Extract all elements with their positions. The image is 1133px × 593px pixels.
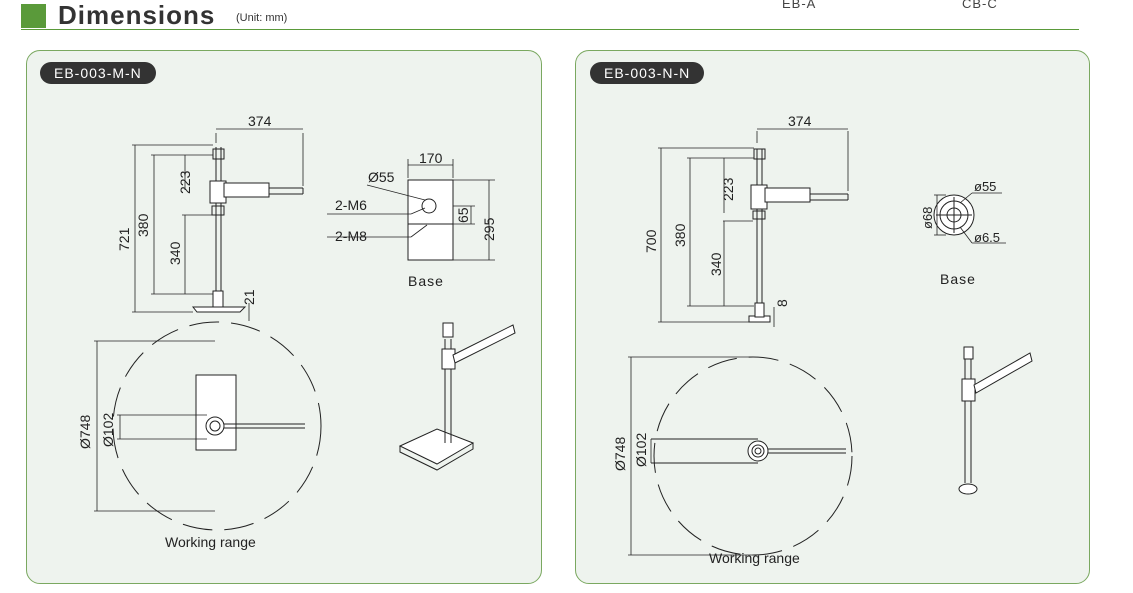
base-label: Base — [940, 271, 976, 287]
dim-range-outer: Ø748 — [612, 437, 628, 471]
panel-eb-003-n-n: EB-003-N-N — [575, 50, 1090, 584]
base-dimensions — [327, 159, 495, 261]
model-badge: EB-003-M-N — [40, 62, 156, 84]
dim-range-inner: Ø102 — [100, 413, 116, 447]
dim-total: 721 — [116, 227, 132, 251]
dim-range-inner: Ø102 — [633, 433, 649, 467]
dim-base-t: 21 — [241, 289, 257, 305]
dim-bracket: 223 — [720, 177, 736, 201]
side-view-dimensions — [132, 128, 304, 321]
base-plate-view — [933, 194, 975, 236]
dim-arm: 374 — [248, 113, 272, 129]
dim-range-outer: Ø748 — [77, 415, 93, 449]
dim-lower: 340 — [167, 241, 183, 265]
side-view-stand — [191, 147, 304, 313]
base-plate-view — [407, 179, 454, 261]
dim-bracket: 223 — [177, 170, 193, 194]
panel-eb-003-m-n: EB-003-M-N — [26, 50, 542, 584]
section-title: Dimensions — [58, 0, 216, 30]
dim-hole-d: 65 — [455, 207, 471, 223]
working-range-diagram — [651, 356, 853, 556]
dim-lower: 340 — [708, 252, 724, 276]
side-view-stand — [748, 148, 849, 323]
dim-base-t: 8 — [774, 299, 790, 307]
isometric-view — [398, 322, 516, 471]
range-dimensions — [94, 340, 215, 512]
right-drawing: 374 700 380 223 340 8 ø68 ø55 ø6.5 Ø748 … — [612, 113, 1033, 556]
section-header: Dimensions (Unit: mm) EB-A CB-C — [0, 0, 1133, 32]
header-rule — [21, 29, 1079, 30]
dim-total: 700 — [643, 229, 659, 253]
range-caption: Working range — [709, 550, 800, 566]
working-range-diagram — [112, 321, 322, 531]
model-badge: EB-003-N-N — [590, 62, 705, 84]
isometric-view — [958, 346, 1033, 495]
base-dimensions — [934, 192, 1006, 244]
unit-note: (Unit: mm) — [236, 12, 288, 24]
section-marker — [21, 4, 46, 28]
dim-m6: 2-M6 — [335, 197, 367, 213]
dim-upper-span: 380 — [672, 223, 688, 247]
model-code-a: EB-A — [782, 0, 817, 11]
model-code-b: CB-C — [962, 0, 998, 11]
dim-bore: Ø55 — [368, 169, 395, 185]
dim-bore: ø55 — [974, 179, 996, 194]
dim-base-w: 170 — [419, 150, 443, 166]
range-caption: Working range — [165, 534, 256, 550]
dim-hole: ø6.5 — [974, 230, 1000, 245]
left-drawing: 374 721 380 223 340 21 170 295 65 Ø55 2-… — [77, 113, 516, 531]
range-dimensions — [628, 356, 753, 556]
dim-base-od: ø68 — [920, 207, 935, 229]
dim-base-d: 295 — [481, 217, 497, 241]
dim-upper-span: 380 — [135, 213, 151, 237]
side-view-dimensions — [658, 128, 849, 327]
dim-m8: 2-M8 — [335, 228, 367, 244]
base-label: Base — [408, 273, 444, 289]
dim-arm: 374 — [788, 113, 812, 129]
